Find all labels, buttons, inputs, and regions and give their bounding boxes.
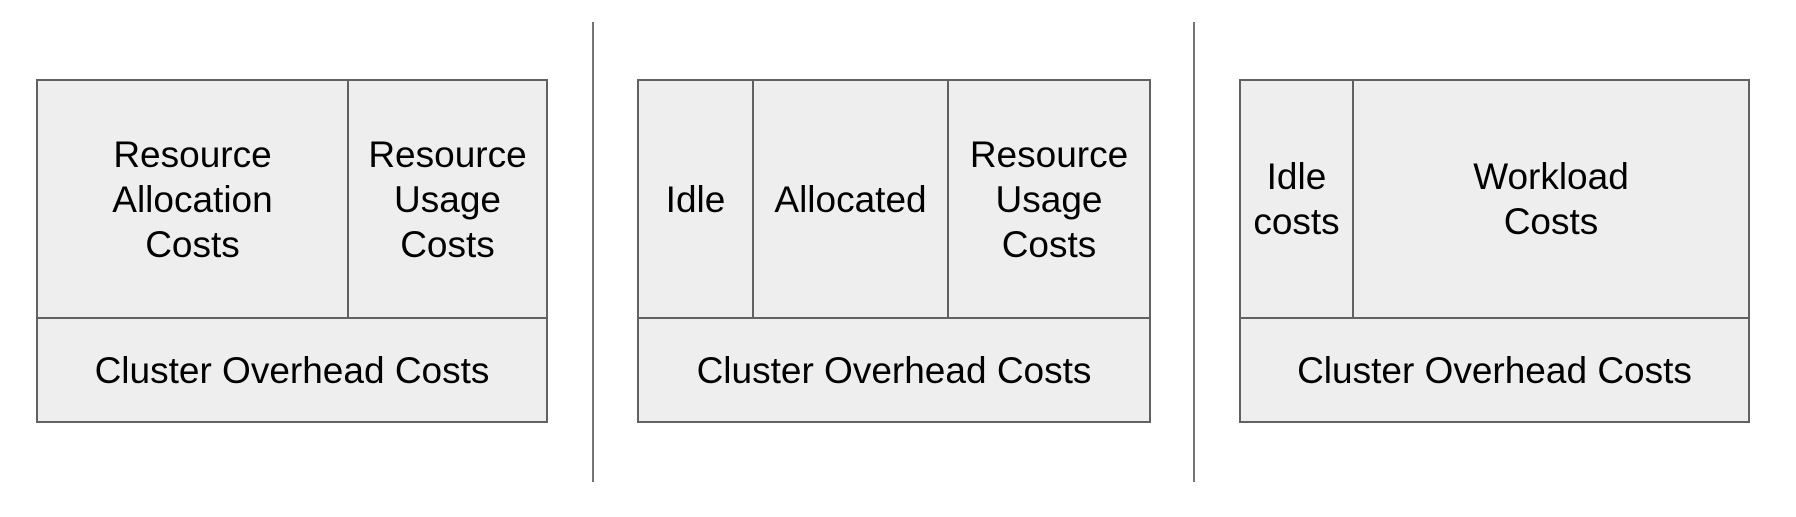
- resource-usage-costs-label: Resource Usage Costs: [368, 133, 527, 265]
- idle-label: Idle: [665, 178, 726, 220]
- cluster-overhead-costs-label: Cluster Overhead Costs: [1297, 349, 1692, 391]
- cell-idle-costs: Idle costs: [1241, 81, 1354, 317]
- panel-resource-allocation-vs-usage: Resource Allocation Costs Resource Usage…: [36, 79, 548, 423]
- workload-costs-label: Workload Costs: [1473, 156, 1629, 242]
- panel3-top-row: Idle costs Workload Costs: [1241, 81, 1748, 319]
- cluster-overhead-costs-label: Cluster Overhead Costs: [94, 349, 490, 391]
- cell-workload-costs: Workload Costs: [1354, 81, 1748, 317]
- cell-cluster-overhead-costs: Cluster Overhead Costs: [38, 319, 546, 421]
- panel1-top-row: Resource Allocation Costs Resource Usage…: [38, 81, 546, 319]
- cell-cluster-overhead-costs: Cluster Overhead Costs: [1241, 319, 1748, 421]
- cell-cluster-overhead-costs: Cluster Overhead Costs: [639, 319, 1149, 421]
- cell-idle: Idle: [639, 81, 754, 317]
- panel2-top-row: Idle Allocated Resource Usage Costs: [639, 81, 1149, 319]
- vertical-divider-1: [592, 22, 594, 482]
- cell-resource-allocation-costs: Resource Allocation Costs: [38, 81, 349, 317]
- resource-allocation-costs-label: Resource Allocation Costs: [112, 133, 273, 265]
- idle-costs-label: Idle costs: [1253, 156, 1340, 242]
- panel-idle-vs-workload: Idle costs Workload Costs Cluster Overhe…: [1239, 79, 1750, 423]
- vertical-divider-2: [1193, 22, 1195, 482]
- cell-allocated: Allocated: [754, 81, 949, 317]
- cluster-overhead-costs-label: Cluster Overhead Costs: [696, 349, 1092, 391]
- cell-resource-usage-costs: Resource Usage Costs: [949, 81, 1149, 317]
- allocated-label: Allocated: [774, 178, 927, 220]
- resource-usage-costs-label: Resource Usage Costs: [969, 133, 1129, 265]
- panel-idle-allocated-usage: Idle Allocated Resource Usage Costs Clus…: [637, 79, 1151, 423]
- cell-resource-usage-costs: Resource Usage Costs: [349, 81, 546, 317]
